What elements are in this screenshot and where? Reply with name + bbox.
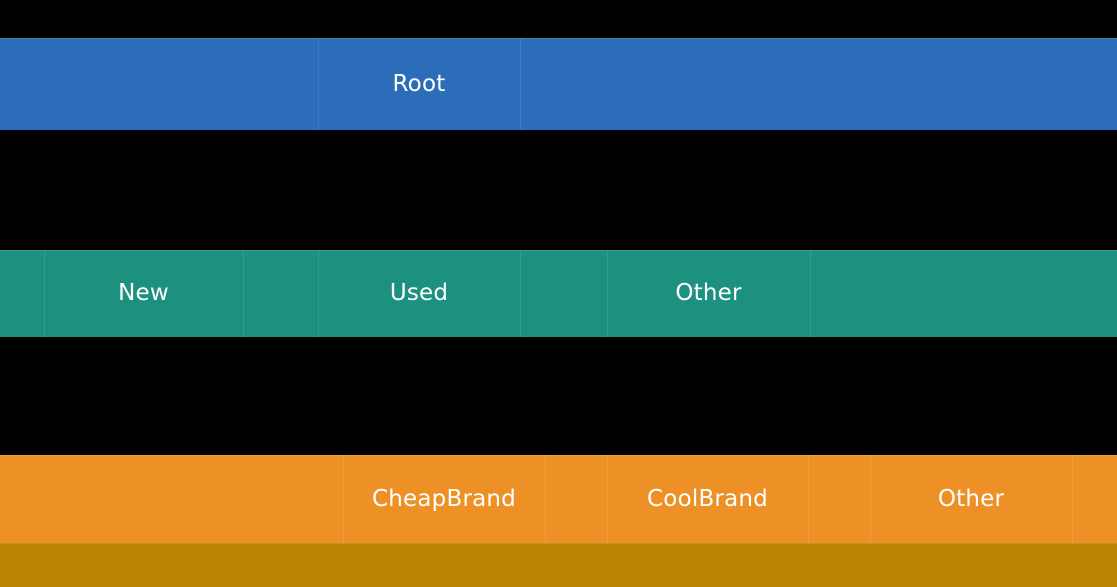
node-coolbrand[interactable]: CoolBrand (607, 455, 808, 543)
node-label: Root (392, 70, 446, 97)
node-segment[interactable] (810, 250, 1117, 337)
node-segment[interactable] (0, 38, 318, 130)
node-new[interactable]: New (44, 250, 243, 337)
node-cheapbrand[interactable]: CheapBrand (343, 455, 545, 543)
node-segment[interactable] (1072, 455, 1117, 543)
condition-level: New Used Other (0, 250, 1117, 337)
node-label: Other (675, 280, 742, 306)
node-label: Used (389, 280, 449, 306)
node-other[interactable]: Other (870, 455, 1072, 543)
node-used[interactable]: Used (318, 250, 520, 337)
node-label: Other (937, 485, 1005, 512)
node-segment[interactable] (0, 455, 343, 543)
node-segment[interactable] (520, 250, 607, 337)
root-level: Root (0, 38, 1117, 130)
node-segment[interactable] (808, 455, 870, 543)
brand-level: CheapBrand CoolBrand Other (0, 455, 1117, 543)
node-segment[interactable] (520, 38, 1117, 130)
node-label: CheapBrand (372, 485, 516, 512)
node-label: New (118, 280, 169, 306)
node-label: CoolBrand (647, 485, 768, 512)
node-segment[interactable] (0, 543, 1117, 587)
node-segment[interactable] (243, 250, 318, 337)
node-segment[interactable] (545, 455, 607, 543)
node-segment[interactable] (0, 250, 44, 337)
node-other[interactable]: Other (607, 250, 810, 337)
node-root[interactable]: Root (318, 38, 520, 130)
leaf-level (0, 543, 1117, 587)
